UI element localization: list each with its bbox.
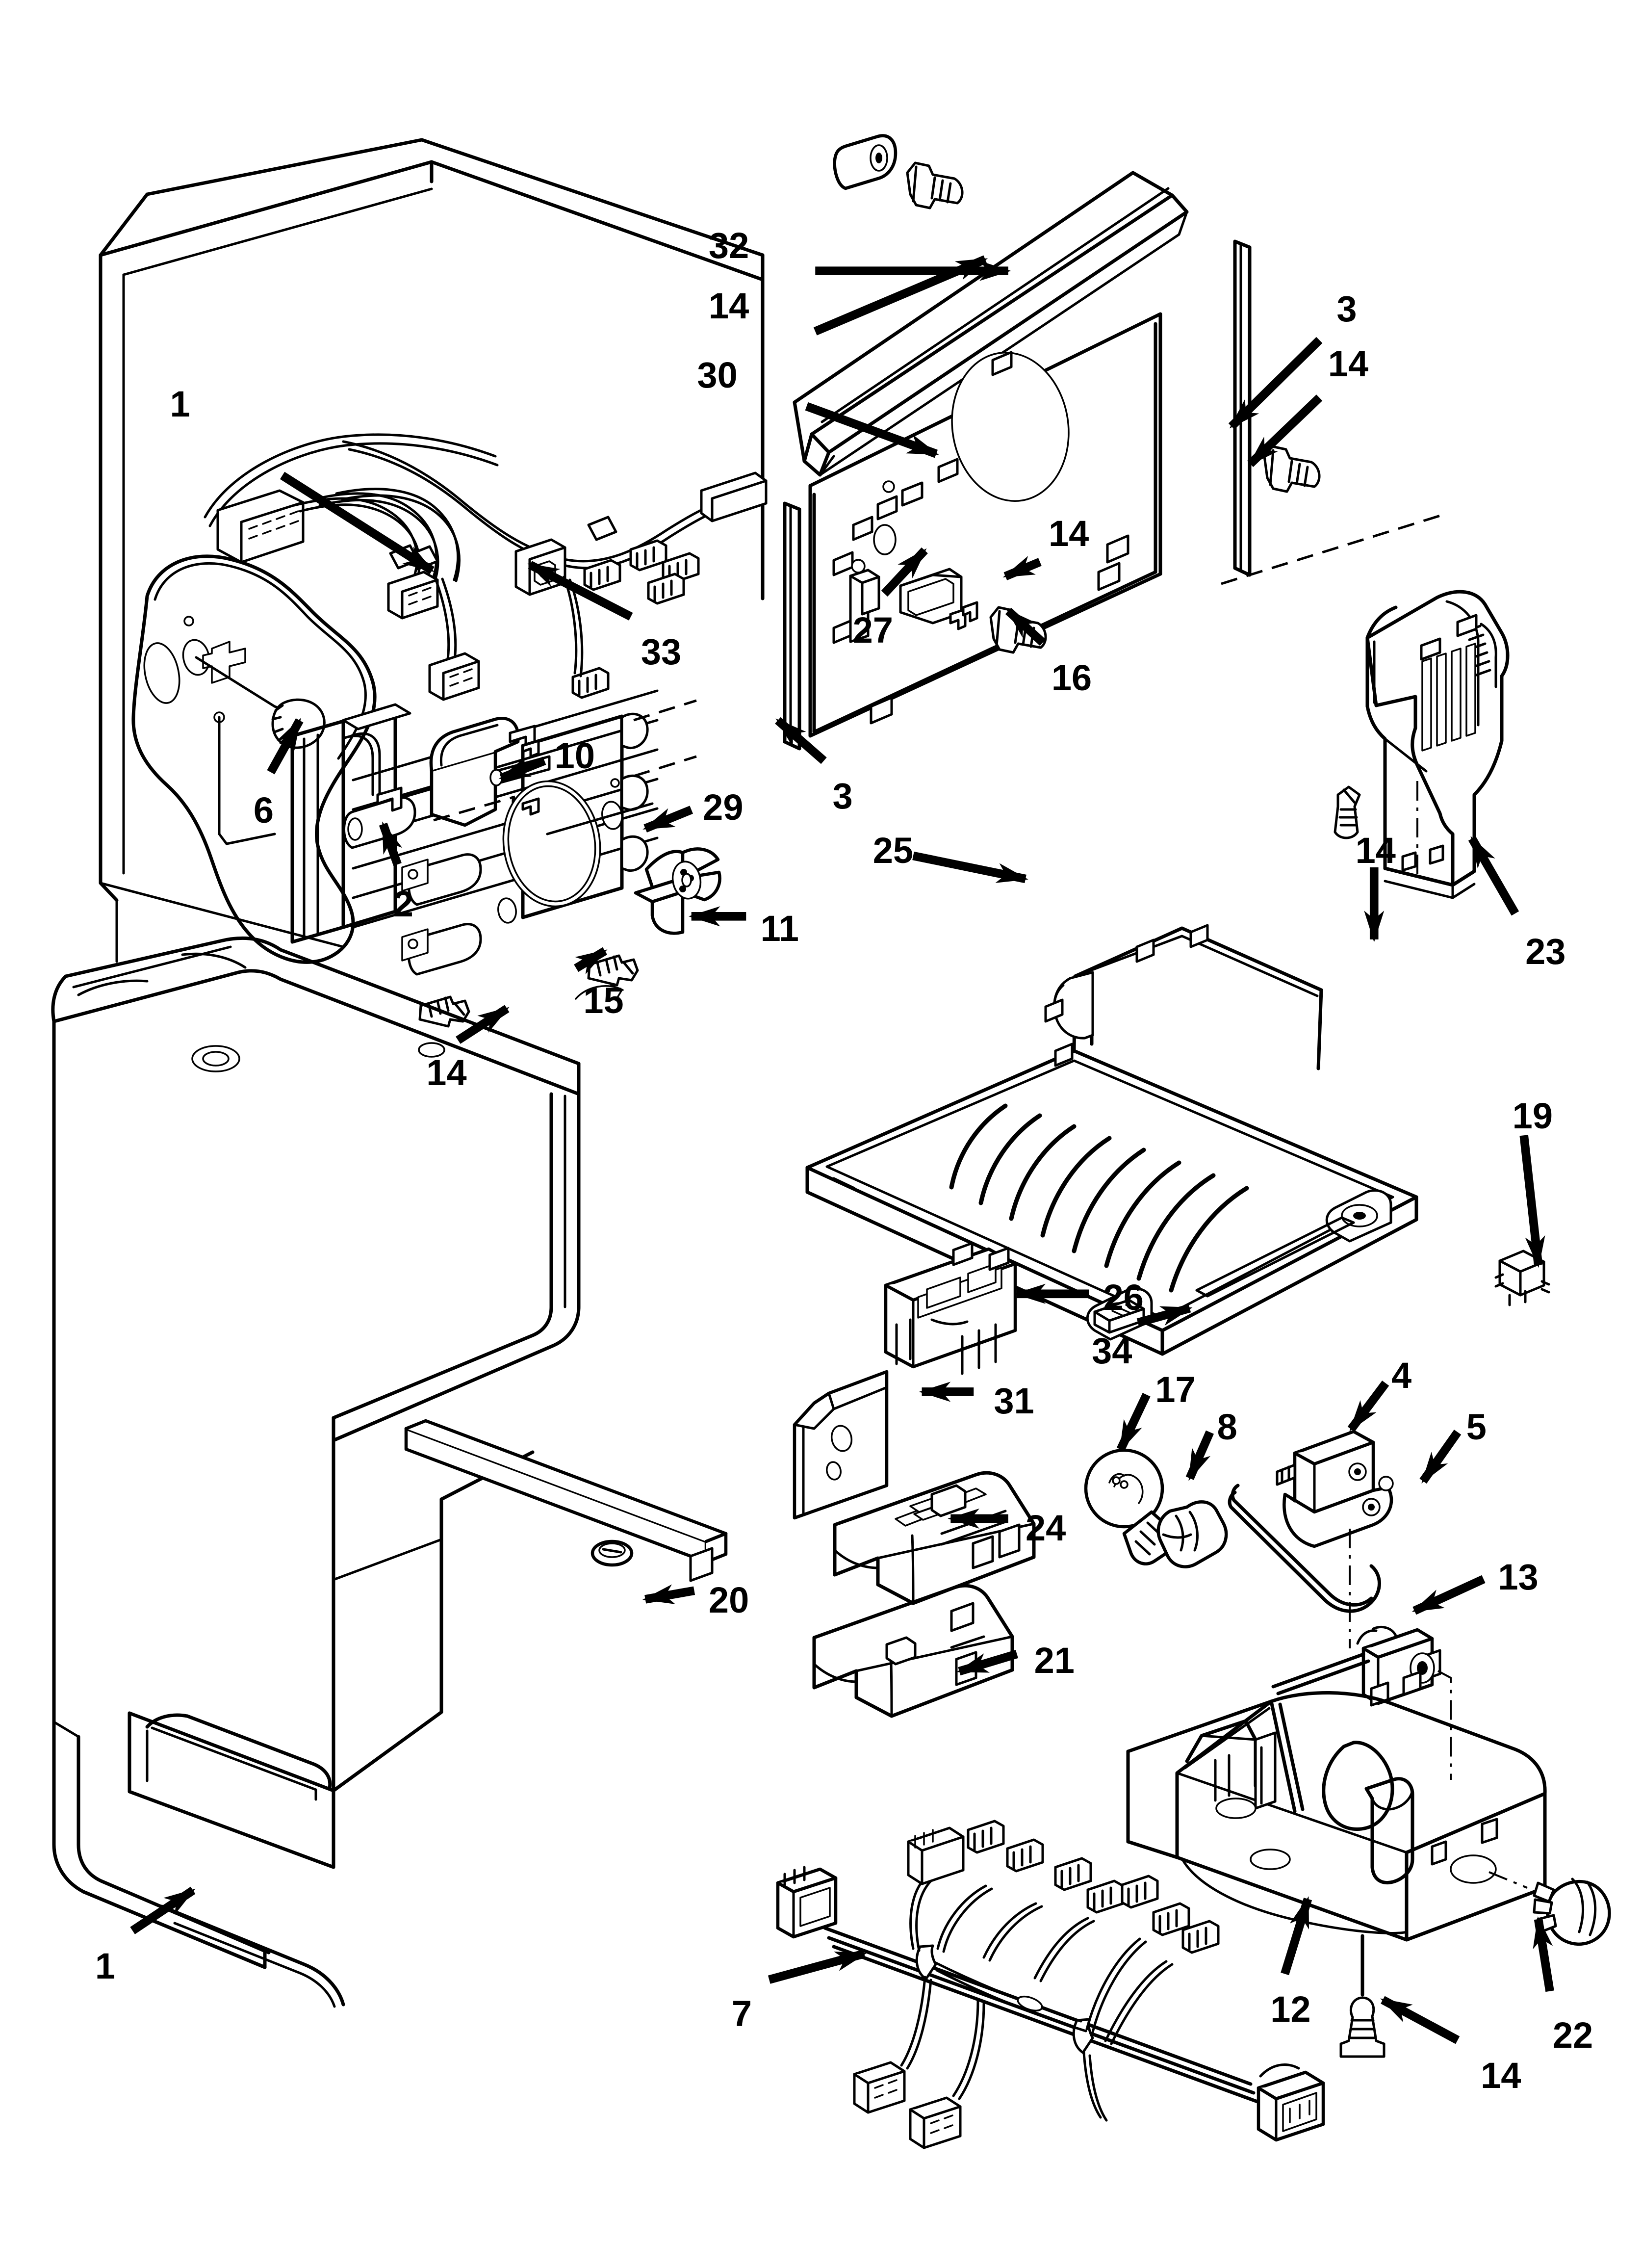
- callout-16-machine-compartment-panel: 16: [1051, 657, 1092, 699]
- callout-14-screw: 14: [1481, 2055, 1521, 2096]
- harness7-connector-left: [776, 1866, 838, 1939]
- motor-grommets-part-2: [343, 796, 482, 976]
- callout-32-hinge-bushing: 32: [708, 225, 749, 266]
- callout-11-fan-blade: 11: [760, 908, 799, 949]
- side-trim-rail-right-part-3: [1221, 239, 1442, 585]
- screw-part-14-bushing: [906, 161, 964, 209]
- callout-25-drain-pan: 25: [872, 830, 914, 871]
- leveling-foot-part-22: [1533, 1877, 1611, 1946]
- harness7-connector-down-b: [909, 2096, 962, 2149]
- harness7-spade-g: [1181, 1920, 1220, 1954]
- harness7-spade-c: [1054, 1857, 1092, 1891]
- air-duct-cover-part-23: [1365, 590, 1510, 899]
- callout-14-screw: 14: [1355, 830, 1396, 871]
- callout-7-wire-harness-lower: 7: [731, 1993, 752, 2034]
- drain-pan-assembly-part-12: [1126, 1691, 1547, 1942]
- callout-6-drain-plug-grommet: 6: [253, 790, 274, 831]
- callout-14-screw: 14: [1328, 343, 1369, 384]
- harness-spade-terminals-right: [629, 539, 700, 605]
- lower-cabinet-part-1: [51, 936, 728, 2008]
- callout-4-water-valve: 4: [1391, 1355, 1412, 1396]
- harness7-spade-b: [1006, 1838, 1044, 1873]
- drain-pan-ribs: [949, 1103, 1249, 1293]
- callout-1-cabinet-liner-upper: 1: [170, 384, 190, 425]
- callout-1-cabinet-liner-lower: 1: [95, 1945, 115, 1986]
- callout-5-fill-tube: 5: [1466, 1407, 1487, 1448]
- callout-23-air-duct-cover: 23: [1525, 931, 1566, 972]
- callout-21-light-housing-lower: 21: [1034, 1640, 1075, 1681]
- callout-3-side-trim-rail: 3: [832, 775, 853, 816]
- callout-24-light-housing-upper: 24: [1026, 1507, 1066, 1548]
- callout-13-defrost-thermostat: 13: [1498, 1556, 1539, 1597]
- harness7-spade-a: [967, 1820, 1005, 1854]
- harness7-spade-f: [1152, 1902, 1190, 1936]
- screw-part-14-rail: [1263, 445, 1321, 493]
- shelf-rail: [404, 1419, 728, 1582]
- screw-part-14-bottom: [1339, 1934, 1385, 2058]
- callout-15-screw-washer: 15: [583, 980, 624, 1021]
- harness-connector-3pin-b: [428, 652, 480, 701]
- harness7-connector-up-a: [907, 1826, 965, 1885]
- callout-14-screw: 14: [1049, 513, 1089, 554]
- drain-grommet-part-20: [590, 1539, 634, 1567]
- harness7-connector-right: [1257, 2063, 1325, 2142]
- light-housing-lower-part-21: [812, 1584, 1014, 1718]
- terminal-cover-part-34: [1093, 1299, 1145, 1334]
- side-trim-rail-left-part-3: [783, 501, 801, 751]
- callout-10-evaporator-fan-motor: 10: [554, 735, 595, 776]
- defrost-timer-part-26: [884, 1242, 1017, 1375]
- harness-connector-flat-right: [700, 471, 768, 522]
- callout-19-wire-connector-clip: 19: [1512, 1095, 1553, 1136]
- bulb-socket-clip-part-8: [1156, 1500, 1228, 1568]
- duct-vent-slots: [1421, 643, 1476, 752]
- light-housing-upper-part-24: [833, 1471, 1036, 1605]
- harness7-spade-d: [1086, 1879, 1125, 1914]
- callout-14-screw: 14: [708, 286, 749, 327]
- callout-34-terminal-cover: 34: [1092, 1330, 1132, 1371]
- callout-2-motor-grommet: 2: [393, 884, 413, 925]
- leader-lines: [130, 255, 1554, 2044]
- callout-12-drain-pan-assembly: 12: [1270, 1988, 1311, 2030]
- callout-8-bulb-socket-clip: 8: [1217, 1407, 1237, 1448]
- callout-31-cover-plate: 31: [994, 1381, 1034, 1422]
- hinge-bushing-part-32: [833, 134, 898, 190]
- harness7-connector-down-a: [853, 2061, 906, 2114]
- callout-14-screw: 14: [426, 1052, 467, 1093]
- callout-26-defrost-timer: 26: [1103, 1277, 1144, 1318]
- fan-shroud-part-29: [497, 699, 697, 924]
- fan-blade-part-11: [634, 847, 721, 935]
- harness7-spade-e: [1121, 1875, 1159, 1909]
- callout-20-drain-grommet: 20: [708, 1579, 749, 1620]
- evaporator-fan-assembly: [191, 689, 721, 1072]
- top-trim-rail-part-30: [793, 171, 1189, 477]
- callout-3-side-trim-rail: 3: [1336, 288, 1357, 330]
- harness-connector-main: [216, 489, 305, 564]
- callout-17-light-bulb: 17: [1155, 1369, 1196, 1410]
- callout-30-top-trim-rail: 30: [697, 355, 738, 396]
- screw-part-14-drainpan: [1334, 785, 1361, 839]
- fill-tube-part-5: [1228, 1484, 1381, 1613]
- defrost-timer-bracket-part-27: [849, 568, 978, 643]
- machine-compartment-panel-part-16: [808, 312, 1162, 738]
- callout-22-leveling-foot: 22: [1552, 2014, 1593, 2056]
- wire-harness-part-7: [776, 1820, 1325, 2149]
- callout-27-defrost-timer-bracket: 27: [852, 610, 893, 651]
- callout-33-wire-harness-upper: 33: [641, 631, 682, 673]
- cover-plate-part-31: [793, 1370, 889, 1520]
- callout-29-fan-shroud: 29: [703, 787, 744, 828]
